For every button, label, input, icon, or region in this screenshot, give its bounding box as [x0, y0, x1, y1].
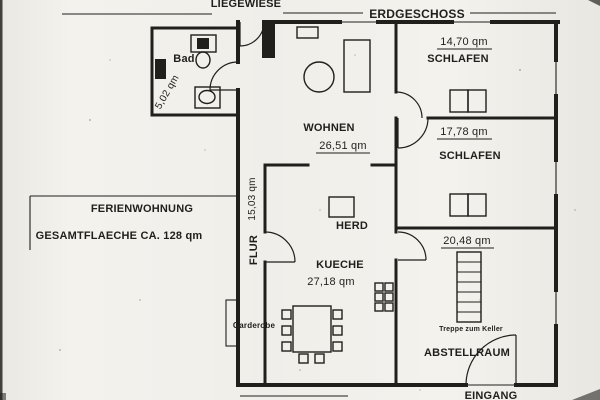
- chair-icon: [332, 309, 343, 320]
- bed-icon: [449, 193, 487, 217]
- label-gesamtflaeche: GESAMTFLAECHE CA. 128 qm: [36, 230, 203, 242]
- label-room-schlafen-top: SCHLAFEN: [427, 53, 489, 65]
- table-top: [292, 305, 332, 353]
- label-area-schlafen-top: 14,70 qm: [440, 36, 487, 48]
- bed-half: [467, 193, 487, 217]
- door-swing-icon: [264, 231, 296, 263]
- label-room-schlafen-mid: SCHLAFEN: [439, 150, 501, 162]
- door-swing-icon: [209, 61, 239, 91]
- label-garderobe: Garderobe: [233, 321, 276, 330]
- round-table-icon: [303, 61, 335, 93]
- toilet-bowl: [195, 51, 211, 69]
- stove-icon: [328, 196, 355, 218]
- label-area-schlafen-mid: 17,78 qm: [440, 126, 487, 138]
- chair-icon: [281, 341, 292, 352]
- label-liegewiese: LIEGEWIESE: [211, 0, 281, 10]
- chair-icon: [281, 325, 292, 336]
- door-swing-icon: [397, 231, 427, 261]
- door-swing-icon: [239, 21, 265, 47]
- scan-corner-bottom-left: [0, 393, 6, 400]
- labels: LIEGEWIESE ERDGESCHOSS Bad 5,02 qm 14,70…: [36, 0, 518, 400]
- label-ferienwohnung: FERIENWOHNUNG: [91, 203, 193, 215]
- label-herd: HERD: [336, 220, 368, 232]
- door-swing-icon: [465, 334, 517, 386]
- label-eingang: EINGANG: [465, 390, 518, 400]
- toilet-lid: [197, 38, 209, 49]
- chair-icon: [281, 309, 292, 320]
- scan-noise: [59, 54, 576, 391]
- label-room-flur: FLUR: [248, 235, 260, 265]
- sink-icon: [194, 86, 221, 109]
- counter-cell: [384, 282, 394, 292]
- kitchen-counter-icon: [374, 282, 394, 312]
- label-area-kueche: 27,18 qm: [307, 276, 354, 288]
- bed-icon: [449, 89, 487, 113]
- dining-table-icon: [281, 305, 343, 364]
- label-erdgeschoss: ERDGESCHOSS: [369, 7, 465, 21]
- furniture: [155, 26, 487, 364]
- bed-half: [467, 89, 487, 113]
- counter-cell: [384, 302, 394, 312]
- door-swing-icon: [397, 117, 429, 149]
- bed-half: [449, 193, 469, 217]
- toilet-icon: [190, 34, 217, 69]
- counter-cell: [374, 292, 384, 302]
- chair-icon: [314, 353, 325, 364]
- scan-corner-bottom-right: [572, 389, 600, 400]
- chair-icon: [332, 325, 343, 336]
- label-area-abstellraum: 20,48 qm: [443, 235, 490, 247]
- label-treppe-zum-keller: Treppe zum Keller: [439, 326, 503, 333]
- scan-corner-top-right: [588, 0, 600, 6]
- label-area-wohnen: 26,51 qm: [319, 140, 366, 152]
- stairs-outline: [456, 251, 482, 323]
- label-room-abstellraum: ABSTELLRAUM: [424, 347, 510, 359]
- radiator-icon: [155, 59, 166, 79]
- label-room-bad: Bad: [173, 53, 194, 65]
- chair-icon: [332, 341, 343, 352]
- scan-edge-left: [0, 0, 3, 400]
- wall-pier: [262, 24, 275, 58]
- label-room-wohnen: WOHNEN: [303, 122, 354, 134]
- bed-half: [449, 89, 469, 113]
- label-area-flur: 15,03 qm: [247, 177, 258, 220]
- outer-walls: [150, 20, 560, 387]
- label-room-kueche: KUECHE: [316, 259, 364, 271]
- site-boundary-lines: [29, 12, 556, 397]
- sink-outline: [194, 86, 221, 109]
- sofa-icon: [343, 39, 371, 93]
- windows: [340, 21, 557, 386]
- counter-cell: [374, 282, 384, 292]
- interior-walls: [262, 20, 558, 387]
- chair-icon: [298, 353, 309, 364]
- counter-cell: [374, 302, 384, 312]
- doors: [209, 21, 517, 386]
- door-swing-icon: [395, 91, 423, 119]
- counter-cell: [384, 292, 394, 302]
- sink-basin: [198, 89, 216, 105]
- stairs-icon: [456, 251, 482, 323]
- wardrobe-niche-icon: [225, 299, 239, 347]
- sideboard-icon: [296, 26, 319, 39]
